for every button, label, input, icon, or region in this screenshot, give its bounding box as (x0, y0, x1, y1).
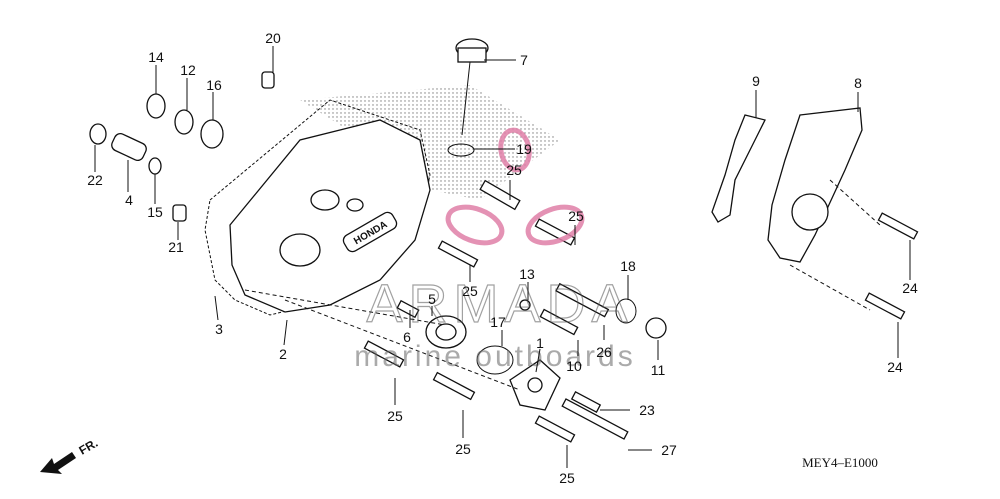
cover-window (279, 233, 321, 267)
cover-boss (310, 189, 340, 211)
label-8: 8 (854, 75, 862, 91)
label-16: 16 (206, 77, 222, 93)
bearing-16 (200, 119, 224, 149)
label-11: 11 (651, 362, 666, 378)
leader-lines (94, 46, 911, 468)
oil-filter (425, 315, 467, 349)
filter-cover-1 (509, 359, 561, 411)
label-6: 6 (403, 329, 411, 345)
label-25f: 25 (559, 470, 575, 486)
sprocket-cover-8 (767, 107, 863, 263)
diagram-code: MEY4–E1000 (802, 455, 878, 470)
bolt-group (363, 179, 919, 443)
arrow-left-down-icon: FR. (40, 436, 100, 474)
washer-18 (615, 298, 637, 324)
label-1: 1 (536, 335, 544, 351)
oil-filler-cap (455, 38, 489, 136)
label-14: 14 (148, 49, 164, 65)
label-5: 5 (428, 291, 436, 307)
seal-12 (174, 109, 194, 135)
label-19: 19 (516, 141, 532, 157)
seal-22 (89, 123, 107, 145)
assembly-lines (244, 179, 881, 391)
label-23: 23 (639, 402, 655, 418)
label-21: 21 (168, 239, 184, 255)
label-3: 3 (215, 321, 223, 337)
watermark-subtitle: marine outboards (354, 340, 635, 373)
label-25c: 25 (462, 283, 478, 299)
o-ring-19 (447, 143, 475, 157)
sprocket-cover-hole (791, 193, 829, 231)
o-ring-17 (476, 345, 514, 375)
washer-13 (519, 299, 531, 311)
label-9: 9 (752, 73, 760, 89)
label-12: 12 (180, 62, 196, 78)
cover-boss-2 (346, 198, 364, 212)
gasket (204, 99, 431, 316)
label-2: 2 (279, 346, 287, 362)
callout-labels: 1 2 3 4 5 6 7 8 9 10 11 12 13 14 15 16 1… (87, 30, 918, 486)
propeller-logo (445, 127, 585, 246)
dowel-20 (261, 71, 275, 89)
label-17: 17 (490, 314, 506, 330)
drain-bolt-11 (645, 317, 667, 339)
front-label: FR. (77, 436, 101, 458)
shaft-4 (111, 132, 147, 162)
label-27: 27 (661, 442, 677, 458)
label-15: 15 (147, 204, 163, 220)
label-25b: 25 (568, 208, 584, 224)
label-24b: 24 (887, 359, 903, 375)
label-18: 18 (620, 258, 636, 274)
label-25e: 25 (455, 441, 471, 457)
label-24a: 24 (902, 280, 918, 296)
label-10: 10 (566, 358, 582, 374)
cover-shading (300, 85, 560, 200)
dowel-21 (172, 204, 187, 222)
label-26: 26 (596, 344, 612, 360)
label-20: 20 (265, 30, 281, 46)
label-7: 7 (520, 52, 528, 68)
label-25d: 25 (387, 408, 403, 424)
ring-15 (148, 157, 162, 175)
label-13: 13 (519, 266, 535, 282)
label-25a: 25 (506, 162, 522, 178)
label-22: 22 (87, 172, 103, 188)
crankcase-cover (229, 119, 431, 313)
label-4: 4 (125, 192, 133, 208)
chain-guide-9 (711, 114, 766, 223)
washer-14 (146, 93, 166, 119)
